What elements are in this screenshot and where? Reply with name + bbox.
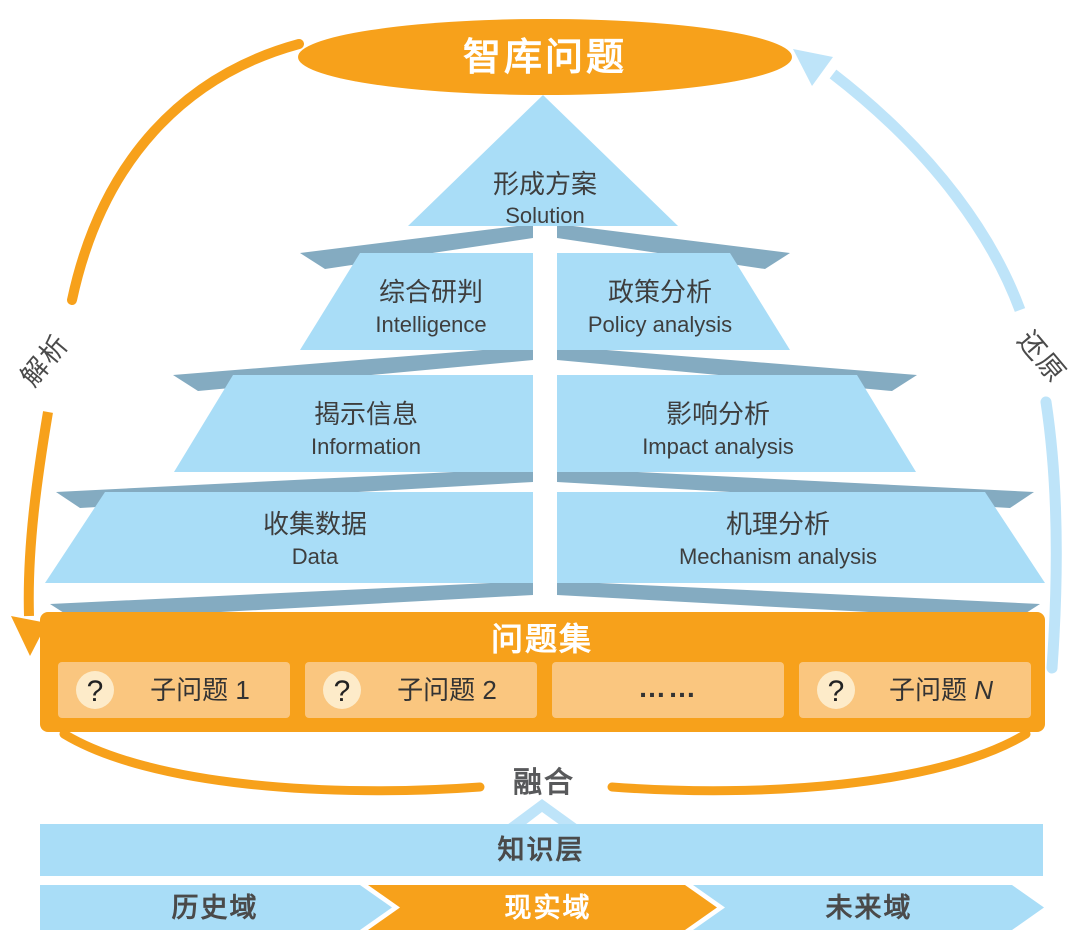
restore-arc-lower xyxy=(1040,396,1062,674)
knowledge-layer-bar xyxy=(40,824,1043,876)
subproblem-number: 2 xyxy=(482,675,496,705)
l3-left-label-zh: 揭示信息 xyxy=(314,399,418,429)
arrow-down-icon xyxy=(11,616,47,656)
decompose-label: 解析 xyxy=(15,328,75,392)
domain-timeline: 历史域 现实域 未来域 xyxy=(40,885,1044,930)
subproblem-box-1: ? 子问题 1 xyxy=(58,662,290,718)
domain-history-label: 历史域 xyxy=(172,893,259,923)
l2-left-label-en: Intelligence xyxy=(375,312,486,337)
subproblem-prefix: 子问题 xyxy=(150,675,235,705)
pyramid-apex-triangle xyxy=(408,95,678,226)
subproblem-number: 1 xyxy=(235,675,249,705)
subproblem-box-2: ? 子问题 2 xyxy=(305,662,537,718)
subproblem-prefix: 子问题 xyxy=(397,675,482,705)
domain-arrow-present xyxy=(368,885,717,930)
subproblem-box-bg xyxy=(58,662,290,718)
question-badge xyxy=(817,671,855,709)
problem-ellipse xyxy=(298,19,792,95)
subproblem-number: N xyxy=(974,675,993,705)
l2-right-label-zh: 政策分析 xyxy=(608,277,712,307)
fusion-arc-right xyxy=(607,729,1031,796)
subproblem-label: 子问题 1 xyxy=(150,675,250,705)
merge-up-chevron-icon xyxy=(507,799,578,825)
subproblem-prefix: 子问题 xyxy=(889,675,974,705)
l4-right-label-en: Mechanism analysis xyxy=(679,544,877,569)
subproblem-box-n: ? 子问题 N xyxy=(799,662,1031,718)
fusion-label: 融合 xyxy=(513,766,575,799)
l4-left-label-en: Data xyxy=(292,544,339,569)
l4-left-label-zh: 收集数据 xyxy=(263,509,367,539)
arrow-up-icon xyxy=(793,49,833,86)
thinktank-problem-node: 智库问题 xyxy=(298,19,792,95)
knowledge-layer-label: 知识层 xyxy=(498,835,585,865)
question-icon: ? xyxy=(334,675,351,708)
pyramid-shadow-layers xyxy=(50,224,1040,620)
question-badge xyxy=(76,671,114,709)
pyramid-l4-right xyxy=(557,492,1045,583)
subproblem-box-bg xyxy=(305,662,537,718)
l3-right-label-en: Impact analysis xyxy=(642,434,794,459)
fusion-arc-left xyxy=(59,729,485,796)
l3-left-label-en: Information xyxy=(311,434,421,459)
pyramid-layers xyxy=(45,95,1045,583)
problem-ellipse-label: 智库问题 xyxy=(463,37,627,79)
domain-arrow-history xyxy=(40,885,392,930)
question-icon: ? xyxy=(828,675,845,708)
problem-set-banner: 问题集 ? 子问题 1 ? 子问题 2 …… ? 子问题 N xyxy=(40,612,1045,732)
domain-future-label: 未来域 xyxy=(826,893,913,923)
shadow-chevron xyxy=(50,581,533,620)
question-icon: ? xyxy=(87,675,104,708)
problem-set-background xyxy=(40,612,1045,732)
decompose-arc-lower xyxy=(23,411,53,617)
fusion-flow: 融合 xyxy=(59,729,1031,825)
knowledge-layer: 知识层 xyxy=(40,824,1043,876)
subproblem-box-bg xyxy=(552,662,784,718)
apex-label-zh: 形成方案 xyxy=(493,169,597,199)
pyramid-labels: 形成方案 Solution 综合研判 Intelligence 政策分析 Pol… xyxy=(263,169,877,569)
shadow-chevron xyxy=(557,581,1040,620)
subproblem-box-bg xyxy=(799,662,1031,718)
pyramid-l4-left xyxy=(45,492,533,583)
apex-label-en: Solution xyxy=(505,203,585,228)
subproblem-box-ellipsis: …… xyxy=(552,662,784,718)
l3-right-label-zh: 影响分析 xyxy=(666,399,770,429)
pyramid-l2-right xyxy=(557,253,790,350)
restore-arc-upper xyxy=(829,69,1026,312)
l4-right-label-zh: 机理分析 xyxy=(726,509,830,539)
pyramid-l2-left xyxy=(300,253,533,350)
ellipsis-label: …… xyxy=(638,672,698,703)
pyramid-l3-right xyxy=(557,375,916,472)
problem-set-title: 问题集 xyxy=(491,621,593,657)
domain-arrow-future xyxy=(693,885,1044,930)
decompose-arc-upper xyxy=(67,39,304,305)
l2-right-label-en: Policy analysis xyxy=(588,312,732,337)
pyramid-l3-left xyxy=(174,375,533,472)
subproblem-label: 子问题 N xyxy=(889,675,993,705)
question-badge xyxy=(323,671,361,709)
restore-label: 还原 xyxy=(1012,325,1072,389)
domain-present-label: 现实域 xyxy=(505,892,592,923)
l2-left-label-zh: 综合研判 xyxy=(379,277,483,307)
subproblem-label: 子问题 2 xyxy=(397,675,497,705)
